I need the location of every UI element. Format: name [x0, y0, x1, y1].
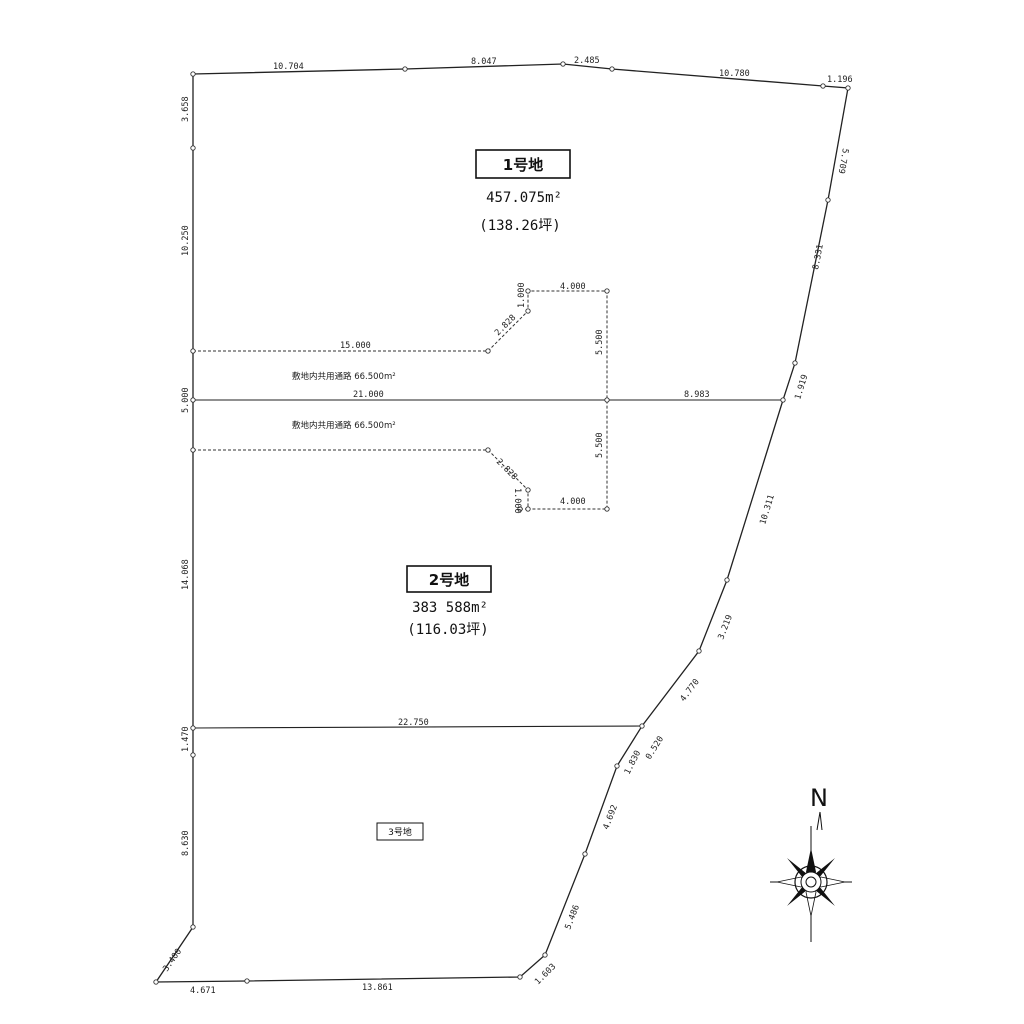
dim-int-lower-bottom: 4.000 — [560, 497, 586, 507]
shared-road-upper-outline — [193, 290, 608, 400]
lot1-name-box — [475, 149, 571, 179]
dim-right-6: 4.770 — [678, 677, 701, 703]
shared-road-label-lower: 敷地内共用通路 66.500m² — [292, 420, 396, 431]
dim-int-upper-diag: 2.828 — [493, 313, 518, 338]
compass-rose-icon — [776, 848, 846, 917]
dim-left-3: 5.000 — [181, 387, 191, 413]
dim-right-5: 3.219 — [716, 614, 735, 641]
north-arrow-icon — [816, 811, 823, 831]
lot2-tsubo: (116.03坪) — [407, 622, 488, 638]
dim-int-upper-short: 1.000 — [517, 282, 527, 308]
dim-int-upper-vertical: 5.500 — [595, 329, 605, 355]
lot2-name-box — [406, 565, 492, 593]
lot2-area: 383 588m² — [412, 600, 488, 616]
dim-int-lower-short: 1.000 — [512, 488, 522, 514]
divider-lot2-lot3 — [192, 725, 643, 729]
dim-left-4: 14.068 — [181, 559, 191, 590]
dim-right-4: 10.311 — [758, 494, 777, 526]
dim-bottom-1: 4.671 — [190, 986, 216, 996]
dim-int-upper-top: 4.000 — [560, 282, 586, 292]
dim-top-4: 10.780 — [719, 69, 750, 79]
dim-left-6: 8.630 — [181, 830, 191, 856]
survey-points — [153, 61, 851, 985]
dim-top-5: 1.196 — [827, 75, 853, 85]
shared-road-label-upper: 敷地内共用通路 66.500m² — [292, 371, 396, 382]
dim-left-1: 3.658 — [181, 96, 191, 122]
dim-left-5: 1.470 — [181, 726, 191, 752]
lot3-name: 3号地 — [388, 826, 412, 838]
north-compass: N — [770, 784, 852, 942]
shared-road-lower-outline — [193, 400, 608, 510]
dim-left-7: 3.400 — [161, 947, 184, 974]
dim-right-2: 8.331 — [811, 244, 826, 271]
dim-int-lower-diag: 2.828 — [494, 457, 519, 482]
north-letter: N — [810, 784, 828, 812]
dim-int-center-left: 21.000 — [353, 390, 384, 400]
lot1-name: 1号地 — [503, 156, 543, 174]
dim-right-10: 5.486 — [563, 904, 582, 931]
dim-right-1: 5.709 — [836, 147, 850, 174]
lot2-name: 2号地 — [429, 571, 469, 589]
dim-right-7: 0.520 — [644, 735, 666, 762]
dim-int-center-right: 8.983 — [684, 390, 710, 400]
dim-int-upper-road-length: 15.000 — [340, 341, 371, 351]
dim-int-lot2-lot3: 22.750 — [398, 718, 429, 728]
dim-left-2: 10.250 — [181, 225, 191, 256]
lot1-tsubo: (138.26坪) — [479, 218, 560, 234]
dim-right-8: 1.830 — [623, 749, 644, 776]
dim-int-lower-vertical: 5.500 — [595, 432, 605, 458]
dim-bottom-2: 13.861 — [362, 983, 393, 993]
dim-top-3: 2.485 — [574, 56, 600, 66]
dim-top-1: 10.704 — [273, 62, 304, 72]
dim-right-3: 1.919 — [793, 373, 810, 400]
lot1-area: 457.075m² — [486, 190, 562, 206]
dim-right-11: 1.603 — [533, 962, 558, 987]
dim-right-9: 4.692 — [601, 804, 620, 831]
dim-top-2: 8.047 — [471, 57, 497, 67]
lot3-name-box — [376, 822, 424, 841]
